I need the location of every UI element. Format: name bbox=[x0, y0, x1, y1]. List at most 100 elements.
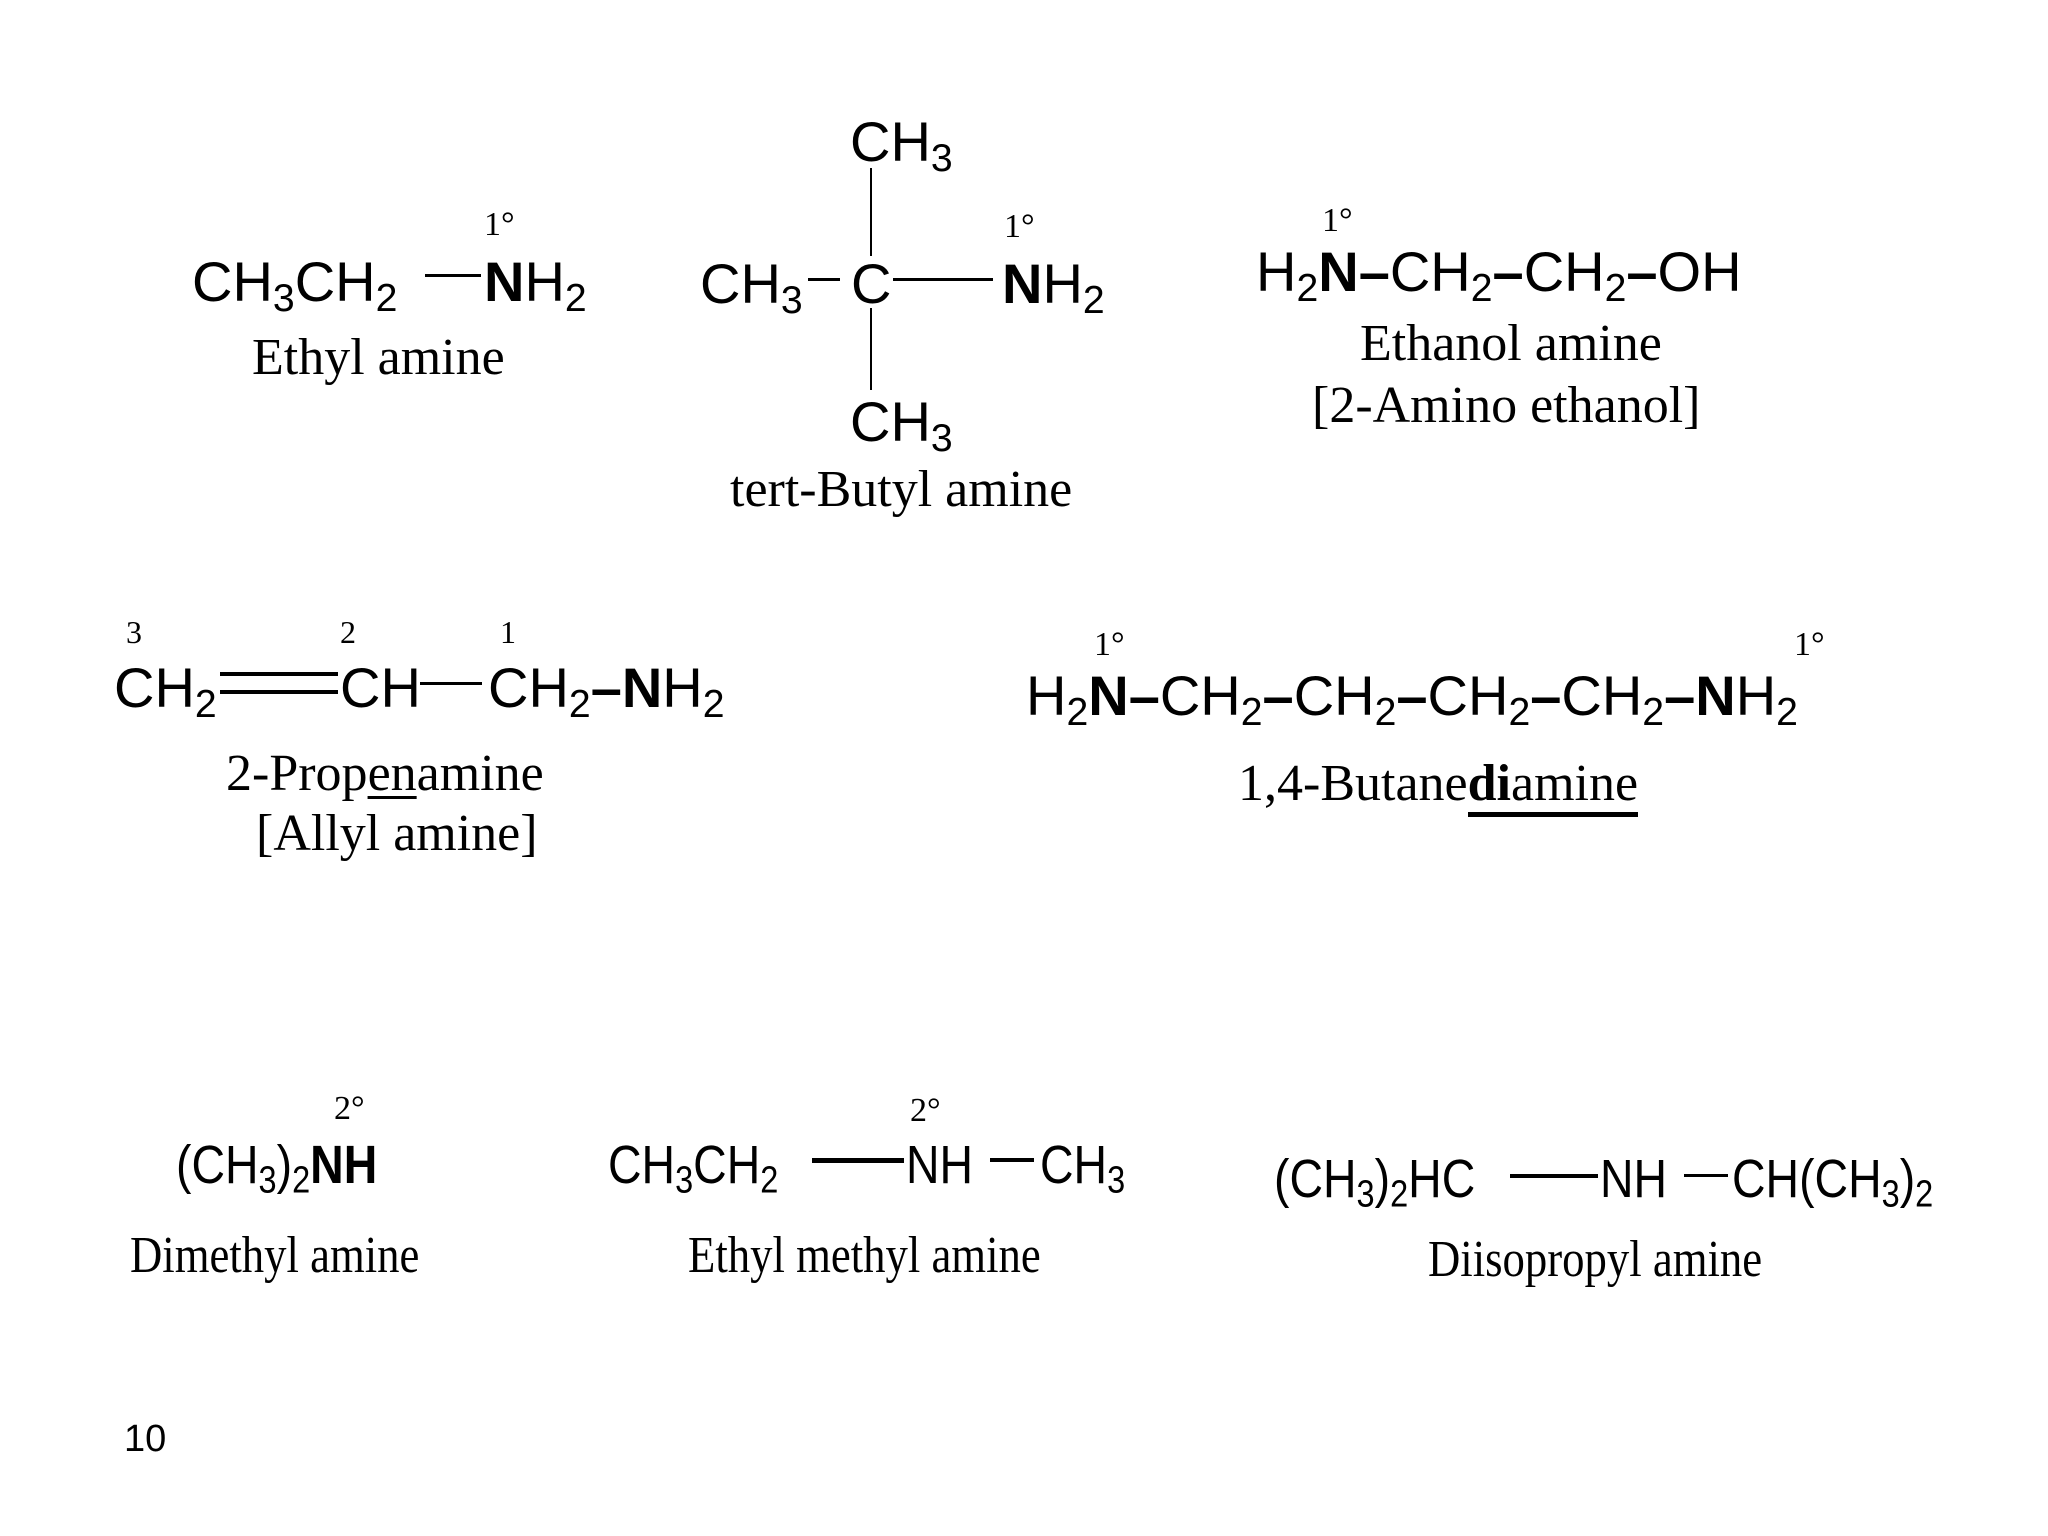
ethyl-methyl-amine-left: CH3CH2 bbox=[608, 1135, 778, 1199]
em-ch: CH bbox=[693, 1135, 761, 1195]
ethyl-amine-sub: 2 bbox=[375, 276, 398, 320]
propenamine-ch: CH bbox=[340, 656, 421, 719]
tert-butyl-bottom-bond bbox=[870, 308, 872, 390]
dimethyl-amine-degree: 2° bbox=[334, 1090, 365, 1127]
ea-oh: OH bbox=[1657, 240, 1742, 303]
di-ch: (CH bbox=[1274, 1149, 1357, 1209]
dm-paren: ) bbox=[276, 1135, 293, 1195]
ethanol-amine-formula: H2N–CH2–CH2–OH bbox=[1256, 244, 1742, 308]
propenamine-alt-name: [Allyl amine] bbox=[256, 805, 538, 862]
pa-name-underlined: en bbox=[367, 745, 417, 802]
propenamine-num-3: 3 bbox=[126, 614, 142, 650]
pa-bond: – bbox=[590, 656, 622, 719]
em-sub: 3 bbox=[1107, 1159, 1126, 1202]
ea-sub: 2 bbox=[1604, 266, 1627, 310]
tb-ch: CH bbox=[700, 252, 781, 315]
ethyl-amine-bond bbox=[425, 274, 481, 277]
bd-n: N bbox=[1695, 664, 1736, 727]
pa-sub: 2 bbox=[194, 682, 217, 726]
ethyl-amine-name: Ethyl amine bbox=[252, 329, 505, 386]
pa-name-post: amine bbox=[416, 745, 544, 802]
bd-ch: CH bbox=[1561, 664, 1643, 727]
propenamine-num-1: 1 bbox=[500, 614, 516, 650]
diisopropyl-amine-name: Diisopropyl amine bbox=[1428, 1231, 1763, 1288]
ethanol-amine-alt-name: [2-Amino ethanol] bbox=[1312, 377, 1701, 434]
bd-ch: CH bbox=[1293, 664, 1375, 727]
di-paren: ) bbox=[1899, 1149, 1916, 1209]
ethyl-methyl-amine-degree: 2° bbox=[910, 1092, 941, 1129]
di-sub: 2 bbox=[1915, 1173, 1934, 1216]
diisopropyl-amine-left: (CH3)2HC bbox=[1274, 1149, 1476, 1213]
tb-sub: 3 bbox=[930, 416, 953, 460]
ethyl-methyl-amine-name: Ethyl methyl amine bbox=[688, 1227, 1041, 1284]
pa-n: N bbox=[621, 656, 663, 719]
em-sub: 2 bbox=[760, 1159, 779, 1202]
ea-bond: – bbox=[1626, 240, 1658, 303]
ethyl-amine-h: H bbox=[524, 250, 565, 313]
butanediamine-degree-right: 1° bbox=[1794, 626, 1825, 663]
propenamine-bond bbox=[420, 682, 482, 685]
tb-sub: 3 bbox=[930, 136, 953, 180]
bd-sub: 2 bbox=[1240, 690, 1263, 734]
dimethyl-amine-formula: (CH3)2NH bbox=[176, 1135, 378, 1199]
ea-h: H bbox=[1256, 240, 1297, 303]
diisopropyl-amine-nh: NH bbox=[1600, 1149, 1668, 1209]
pa-ch: CH bbox=[488, 656, 569, 719]
pa-sub: 2 bbox=[568, 682, 591, 726]
ethyl-amine-degree: 1° bbox=[484, 206, 515, 243]
ea-ch: CH bbox=[1389, 240, 1471, 303]
dm-nh: NH bbox=[310, 1135, 378, 1195]
dm-sub: 3 bbox=[258, 1159, 277, 1202]
di-sub: 2 bbox=[1390, 1173, 1409, 1216]
tert-butyl-right-bond bbox=[893, 278, 993, 281]
bd-bond: – bbox=[1530, 664, 1562, 727]
tert-butyl-name: tert-Butyl amine bbox=[730, 461, 1073, 518]
bd-bond: – bbox=[1396, 664, 1428, 727]
bd-name-bold: di bbox=[1467, 755, 1511, 812]
ethanol-amine-name: Ethanol amine bbox=[1360, 315, 1662, 372]
tb-n: N bbox=[1002, 252, 1043, 315]
ethanol-amine-degree: 1° bbox=[1322, 202, 1353, 239]
tb-sub: 3 bbox=[780, 278, 803, 322]
dm-sub: 2 bbox=[292, 1159, 311, 1202]
di-paren: ) bbox=[1374, 1149, 1391, 1209]
ethyl-methyl-amine-bond-right bbox=[990, 1158, 1034, 1162]
di-sub: 3 bbox=[1356, 1173, 1375, 1216]
bd-sub: 2 bbox=[1776, 690, 1798, 734]
tert-butyl-left-bond bbox=[808, 278, 840, 281]
diisopropyl-amine-right: CH(CH3)2 bbox=[1732, 1149, 1933, 1213]
propenamine-name: 2-Propenamine bbox=[226, 748, 544, 800]
ethyl-amine-n: N bbox=[484, 250, 525, 313]
pa-sub: 2 bbox=[702, 682, 725, 726]
bd-sub: 2 bbox=[1066, 690, 1089, 734]
dm-ch: (CH bbox=[176, 1135, 259, 1195]
bd-sub: 2 bbox=[1642, 690, 1665, 734]
tb-ch: CH bbox=[850, 110, 931, 173]
ethyl-amine-ch: CH bbox=[192, 250, 273, 313]
tert-butyl-center-c: C bbox=[851, 252, 892, 315]
ea-bond: – bbox=[1492, 240, 1524, 303]
propenamine-ch2: CH2 bbox=[114, 660, 217, 724]
diisopropyl-amine-bond-left bbox=[1510, 1174, 1598, 1178]
ethyl-amine-sub: 2 bbox=[564, 276, 587, 320]
ethyl-methyl-amine-ch3: CH3 bbox=[1040, 1135, 1125, 1199]
bd-sub: 2 bbox=[1508, 690, 1531, 734]
di-ch: CH(CH bbox=[1732, 1149, 1882, 1209]
tert-butyl-bottom-ch3: CH3 bbox=[850, 394, 953, 458]
ea-ch: CH bbox=[1523, 240, 1605, 303]
tb-sub: 2 bbox=[1082, 278, 1105, 322]
propenamine-double-bond-top bbox=[220, 672, 338, 676]
ea-n: N bbox=[1318, 240, 1359, 303]
ethyl-amine-nh2: NH2 bbox=[484, 254, 587, 318]
bd-name-pre: 1,4-Butane bbox=[1238, 755, 1468, 812]
em-ch: CH bbox=[1040, 1135, 1108, 1195]
butanediamine-degree-left: 1° bbox=[1094, 626, 1125, 663]
bd-n: N bbox=[1088, 664, 1129, 727]
diisopropyl-amine-bond-right bbox=[1684, 1174, 1728, 1177]
di-hc: HC bbox=[1408, 1149, 1476, 1209]
butanediamine-formula: H2N–CH2–CH2–CH2–CH2–NH2 bbox=[1026, 668, 1798, 732]
page-number: 10 bbox=[124, 1418, 167, 1460]
tert-butyl-degree: 1° bbox=[1004, 208, 1035, 245]
tb-ch: CH bbox=[850, 390, 931, 453]
